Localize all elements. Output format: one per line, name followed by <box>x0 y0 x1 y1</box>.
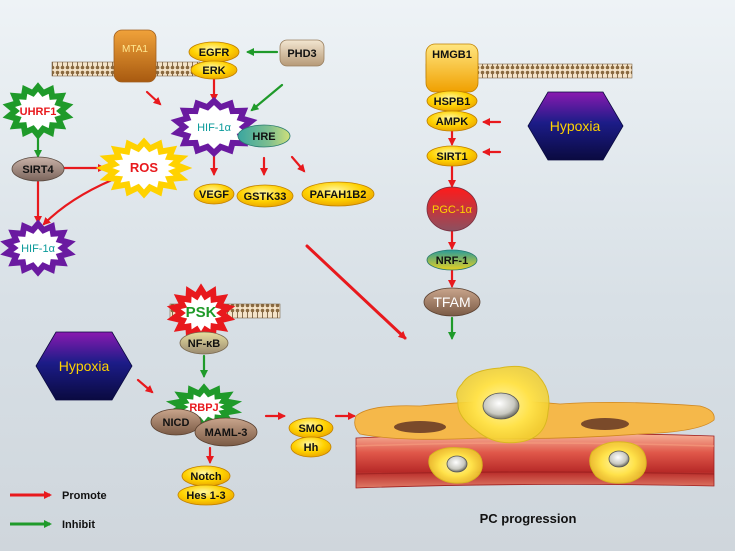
sirt1-node: SIRT1 <box>426 145 478 167</box>
hmgb1-label: HMGB1 <box>432 49 472 61</box>
hif1a-top-label: HIF-1α <box>197 122 232 134</box>
arrow-hypoxia-rbpj <box>136 378 154 394</box>
blood-vessel <box>355 433 715 489</box>
egfr-label: EGFR <box>199 47 230 59</box>
ampk-node: AMPK <box>426 110 478 132</box>
erk-node: ERK <box>190 60 238 80</box>
nicd-label: NICD <box>163 417 190 429</box>
pc-progression-caption: PC progression <box>480 511 577 526</box>
endothelial-nucleus <box>581 418 629 430</box>
legend-promote-label: Promote <box>62 490 107 502</box>
hypoxia-right-node: Hypoxia <box>527 91 624 161</box>
phd3-node: PHD3 <box>279 39 325 67</box>
pericyte-small-2 <box>589 441 647 484</box>
pericyte-small-1 <box>428 447 483 484</box>
hre-label: HRE <box>252 131 275 143</box>
legend-inhibit-label: Inhibit <box>62 519 95 531</box>
smo-label: SMO <box>298 423 324 435</box>
uhrf1-label: UHRF1 <box>20 106 57 118</box>
hh-label: Hh <box>304 442 319 454</box>
gstk33-node: GSTK33 <box>236 184 294 208</box>
sirt1-label: SIRT1 <box>436 151 467 163</box>
pgc1a-node: PGC-1α <box>426 186 478 232</box>
hif1a-left-label: HIF-1α <box>21 243 56 255</box>
legend: Promote Inhibit <box>10 490 107 531</box>
notch-label: Notch <box>190 471 221 483</box>
uhrf1-node: UHRF1 <box>2 82 74 140</box>
hh-node: Hh <box>290 436 332 458</box>
pericyte-nucleus <box>608 450 630 468</box>
endothelial-nucleus <box>394 421 446 433</box>
hif1a-left-node: HIF-1α <box>0 219 76 277</box>
vegf-label: VEGF <box>199 189 229 201</box>
hypoxia-left-node: Hypoxia <box>35 331 133 401</box>
smo-node: SMO <box>288 417 334 439</box>
hypoxia-left-label: Hypoxia <box>59 358 110 374</box>
vegf-node: VEGF <box>193 183 235 205</box>
maml3-node: MAML-3 <box>194 417 258 447</box>
nfkb-label: NF-κB <box>188 338 220 350</box>
hre-node: HRE <box>237 124 291 148</box>
arrow-phd3-hif1a <box>250 83 284 112</box>
pafah1b2-label: PAFAH1B2 <box>310 189 367 201</box>
sirt4-label: SIRT4 <box>22 164 54 176</box>
arrow-mta1-hif1a <box>145 90 162 106</box>
arrow-main-to-pc <box>305 244 407 340</box>
mta1-label: MTA1 <box>122 44 148 55</box>
ros-label: ROS <box>130 160 159 175</box>
nrf1-label: NRF-1 <box>436 255 468 267</box>
hes-label: Hes 1-3 <box>186 490 225 502</box>
arrow-hre-pafah1b2 <box>290 155 306 173</box>
arrow-ros-hif1a-left <box>42 178 114 226</box>
pericyte-nucleus <box>482 392 520 420</box>
tfam-node: TFAM <box>423 287 481 317</box>
mta1-node: MTA1 <box>113 29 157 83</box>
pafah1b2-node: PAFAH1B2 <box>301 181 375 207</box>
psk-label: PSK <box>186 304 217 321</box>
ampk-label: AMPK <box>436 116 468 128</box>
hspb1-node: HSPB1 <box>426 90 478 112</box>
egfr-node: EGFR <box>188 41 240 63</box>
ros-node: ROS <box>95 137 193 199</box>
nicd-node: NICD <box>150 408 202 436</box>
pgc1a-label: PGC-1α <box>432 204 473 216</box>
nfkb-node: NF-κB <box>179 331 229 355</box>
hspb1-label: HSPB1 <box>434 96 471 108</box>
hmgb1-node: HMGB1 <box>425 43 479 93</box>
pericyte-large <box>456 365 550 444</box>
maml3-label: MAML-3 <box>205 427 248 439</box>
nrf1-node: NRF-1 <box>426 249 478 271</box>
tfam-label: TFAM <box>433 294 470 310</box>
hes-node: Hes 1-3 <box>177 484 235 506</box>
gstk33-label: GSTK33 <box>244 191 287 203</box>
pericyte-nucleus <box>446 455 468 473</box>
psk-node: PSK <box>166 283 236 343</box>
sirt4-node: SIRT4 <box>11 156 65 182</box>
rbpj-label: RBPJ <box>189 402 218 414</box>
phd3-label: PHD3 <box>287 48 316 60</box>
notch-node: Notch <box>181 465 231 487</box>
erk-label: ERK <box>202 65 225 77</box>
hypoxia-right-label: Hypoxia <box>550 118 601 134</box>
hif1a-top-node: HIF-1α <box>170 96 258 158</box>
